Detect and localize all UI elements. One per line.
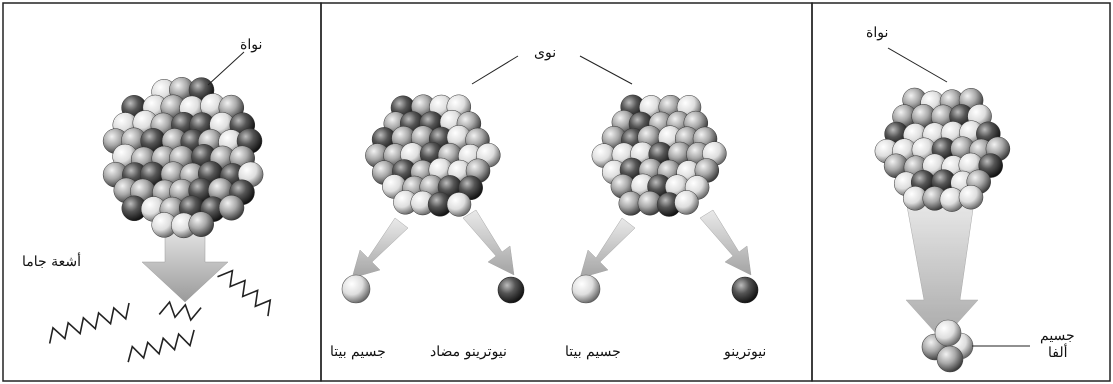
nuclei-leader-right (580, 56, 632, 84)
alpha-particle-label-line1: جسيم (1040, 328, 1075, 344)
beta-arrow-left-1 (352, 218, 408, 278)
alpha-particle (922, 320, 973, 372)
antineutrino-label: نيوترينو مضاد (430, 344, 507, 360)
alpha-nucleus-leader (888, 48, 947, 82)
alpha-nucleus (875, 88, 1010, 212)
beta-particle-left-label: جسيم بيتا (330, 344, 386, 360)
antineutrino-particle (498, 277, 524, 303)
nucleon (189, 212, 214, 237)
beta-particle-right-label: جسيم بيتا (565, 344, 621, 360)
beta-particle-right (572, 275, 600, 303)
nuclei-label: نوى (534, 45, 556, 61)
neutrino-label: نيوترينو (724, 344, 766, 360)
gamma-wave-center (125, 330, 198, 362)
alpha-emission-arrow (905, 195, 978, 340)
beta-arrow-left-2 (580, 218, 635, 278)
gamma-ray-label: أشعة جاما (22, 254, 81, 270)
nucleon (959, 185, 983, 209)
gamma-nucleus-leader (208, 52, 244, 85)
gamma-wave-right (217, 266, 276, 316)
alpha-nucleus-label: نواة (866, 25, 888, 41)
neutrino-particle (732, 277, 758, 303)
beta-nucleus-left (365, 95, 500, 217)
gamma-nucleus-label: نواة (240, 37, 262, 53)
nucleon (675, 190, 699, 214)
gamma-nucleus (103, 77, 263, 238)
beta-particle-left (342, 275, 370, 303)
beta-arrow-right-1 (463, 210, 514, 275)
gamma-wave-left (45, 303, 133, 344)
beta-nucleus-right (592, 95, 727, 217)
alpha-particle-label-line2: ألفا (1048, 345, 1068, 361)
nuclei-leader-left (472, 56, 518, 84)
nucleon (219, 195, 244, 220)
nucleon (447, 192, 471, 216)
gamma-wave-mid (159, 301, 201, 322)
beta-arrow-right-2 (700, 210, 751, 275)
